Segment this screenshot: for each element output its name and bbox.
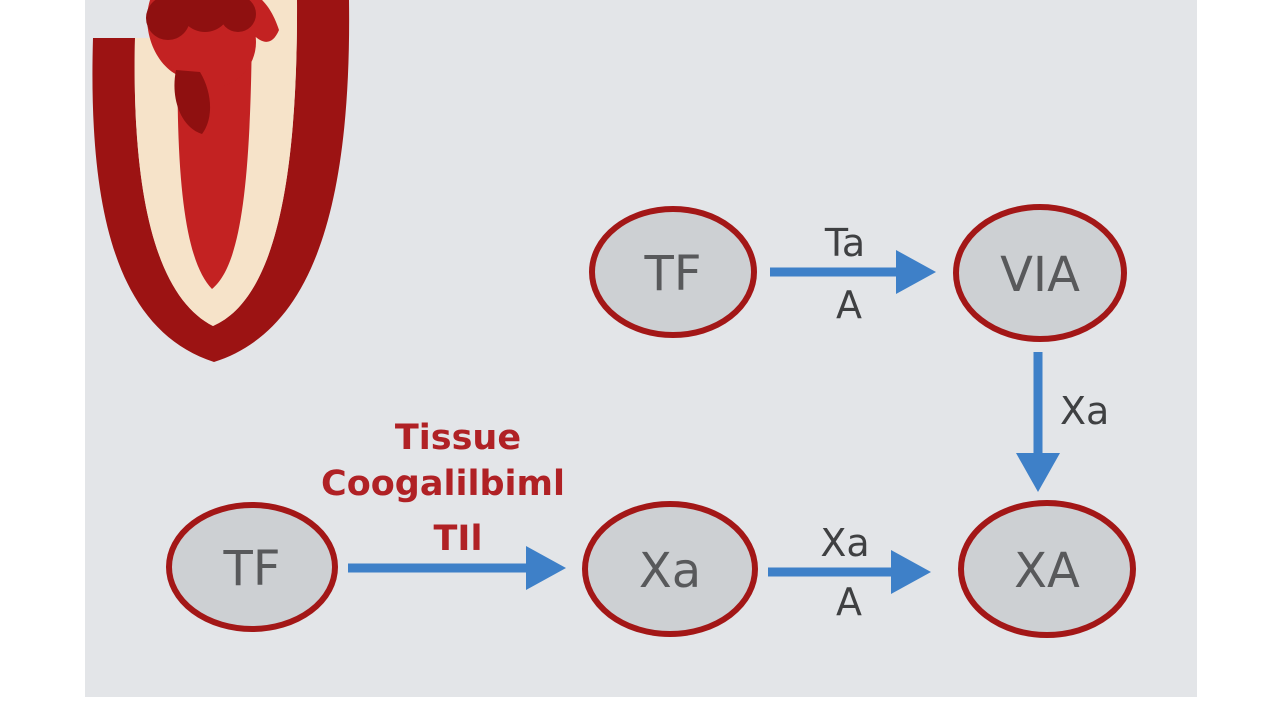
clot-splotch bbox=[146, 0, 190, 40]
arrow-label-bottom-above: Xa bbox=[820, 521, 869, 565]
clot-splotch bbox=[179, 0, 231, 32]
node-tf-top-label: TF bbox=[644, 246, 702, 302]
arrow-head bbox=[1016, 453, 1060, 492]
node-xa-mid-label: Xa bbox=[639, 543, 701, 599]
node-xa-mid-ellipse bbox=[582, 501, 758, 637]
blood-vessel-illustration bbox=[92, 0, 350, 362]
node-tf-bottom-ellipse bbox=[166, 502, 338, 632]
arrow-label-top-below: A bbox=[836, 283, 862, 327]
caption-tissue-factor: Tissue Coogalilbiml TIl bbox=[321, 418, 565, 559]
arrow-label-top-above: Ta bbox=[824, 221, 865, 265]
clot-splotch bbox=[174, 70, 211, 134]
arrow-head bbox=[526, 546, 566, 590]
arrow-viia-to-xa: Xa bbox=[1016, 352, 1109, 492]
caption-line1: Tissue bbox=[395, 418, 521, 458]
node-xa-final: XA bbox=[958, 500, 1136, 638]
node-xa-final-ellipse bbox=[958, 500, 1136, 638]
caption-line3: TIl bbox=[434, 519, 483, 559]
node-tf-top-ellipse bbox=[589, 206, 757, 338]
left-margin bbox=[0, 0, 85, 720]
node-tf-bottom-label: TF bbox=[223, 541, 281, 597]
vessel-outline bbox=[92, 0, 350, 362]
arrow-tf-to-viia: Ta A bbox=[770, 221, 936, 327]
node-tf-bottom: TF bbox=[166, 502, 338, 632]
arrow-head bbox=[891, 550, 931, 594]
arrow-head bbox=[896, 250, 936, 294]
right-margin bbox=[1197, 0, 1280, 720]
arrow-tf-to-xa bbox=[348, 546, 566, 590]
caption-line2: Coogalilbiml bbox=[321, 464, 565, 504]
bottom-margin bbox=[0, 697, 1280, 720]
arrow-label-bottom-below: A bbox=[836, 580, 862, 624]
node-xa-mid: Xa bbox=[582, 501, 758, 637]
arrow-label-down-right: Xa bbox=[1060, 389, 1109, 433]
node-viia-ellipse bbox=[953, 204, 1127, 342]
node-viia-label: VIA bbox=[1000, 247, 1080, 303]
node-xa-final-label: XA bbox=[1014, 543, 1080, 599]
arrow-xa-to-xa-final: Xa A bbox=[768, 521, 931, 624]
node-tf-top: TF bbox=[589, 206, 757, 338]
node-viia: VIA bbox=[953, 204, 1127, 342]
